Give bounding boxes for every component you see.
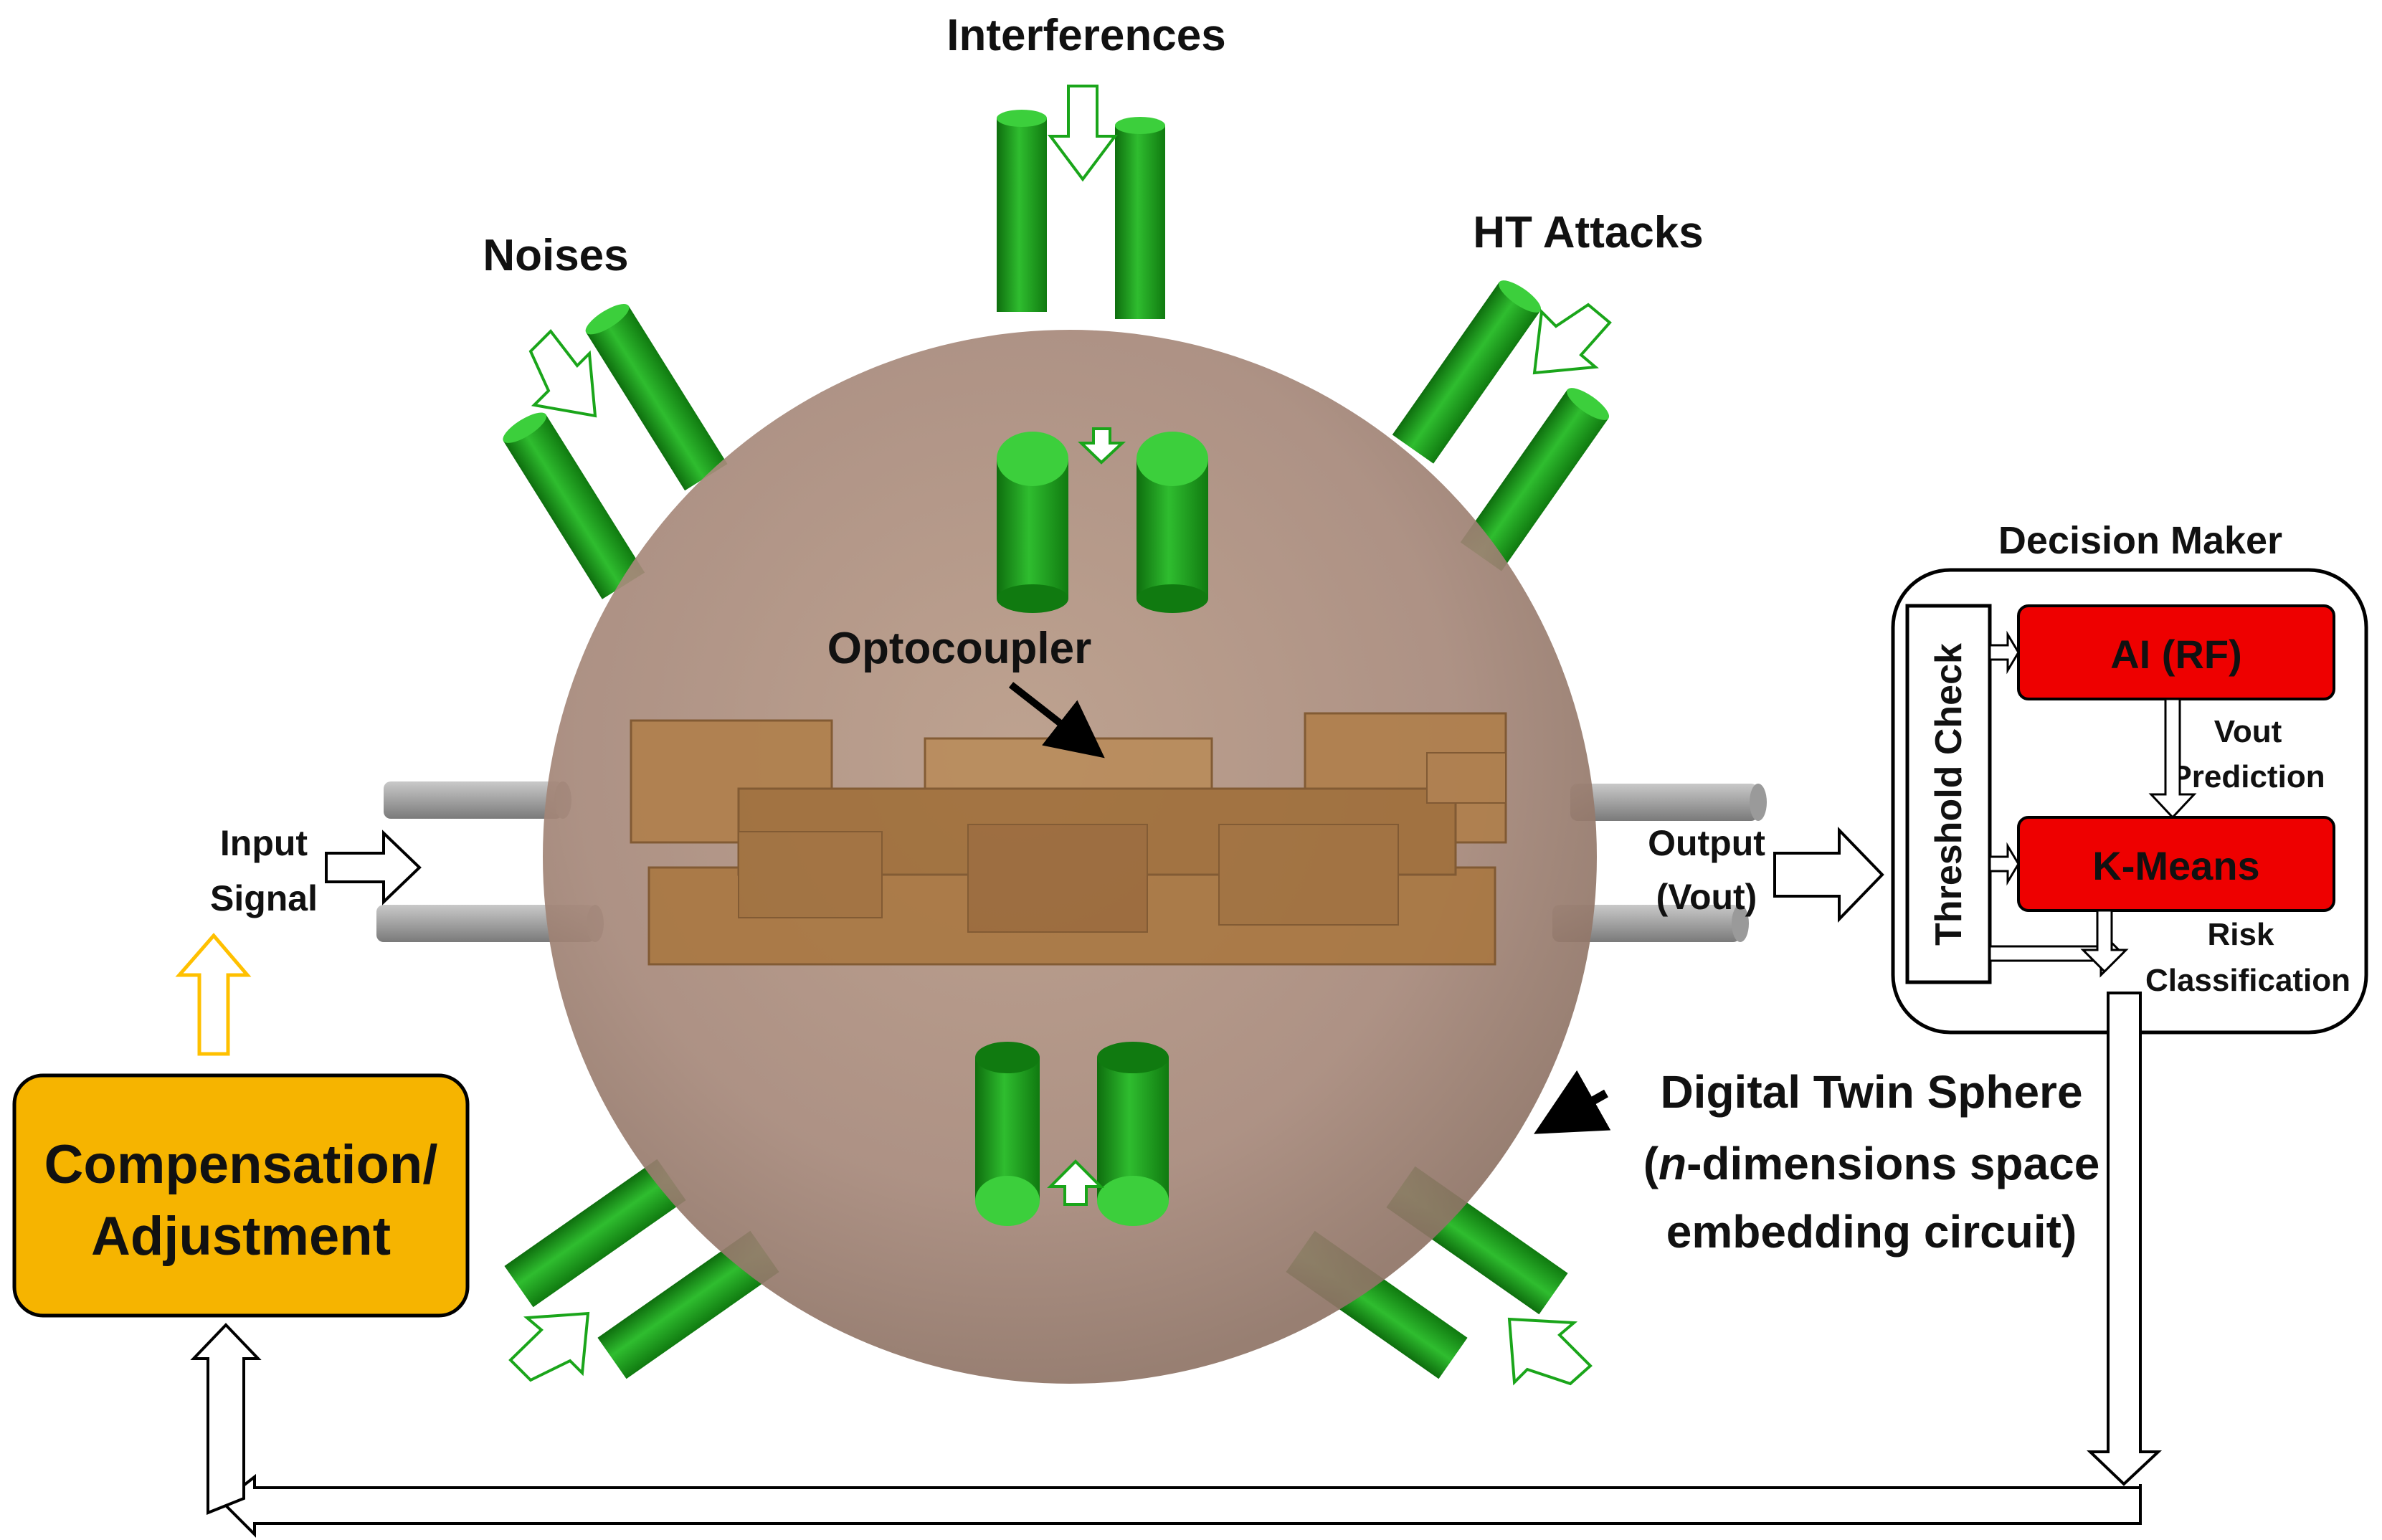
output-label-line2: (Vout)	[1656, 877, 1757, 917]
optocoupler-label: Optocoupler	[827, 624, 1092, 673]
threshold-to-ai-arrow	[1988, 630, 2020, 675]
cylinder-noises-a	[585, 304, 728, 491]
cylinder-bottom-left-b	[597, 1230, 779, 1379]
inner-cylinder-top-left	[997, 432, 1068, 613]
output-pins	[1552, 784, 1767, 942]
noises-label: Noises	[483, 231, 628, 280]
cylinder-noises-b	[503, 412, 645, 599]
digital-twin-label-line1: Digital Twin Sphere	[1660, 1066, 2082, 1118]
output-label-line1: Output	[1648, 823, 1765, 863]
interference-arrow	[1048, 85, 1118, 182]
digital-twin-line2-rest: -dimensions space	[1686, 1138, 2099, 1189]
input-label-line1: Input	[220, 823, 308, 863]
inner-cylinder-top-right	[1137, 432, 1208, 613]
compensation-label-line2: Adjustment	[91, 1206, 391, 1267]
inner-cylinder-bottom-left	[975, 1042, 1040, 1226]
decision-maker-title: Decision Maker	[1998, 519, 2282, 562]
inner-bottom-arrow	[1047, 1159, 1104, 1206]
kmeans-label: K-Means	[2092, 843, 2259, 888]
ht-attacks-arrow	[1532, 303, 1612, 375]
cylinder-bottom-left-a	[504, 1159, 686, 1308]
italic-n: n	[1659, 1138, 1686, 1189]
compensation-box	[12, 1073, 470, 1318]
threshold-check-box	[1905, 604, 1992, 984]
output-arrow	[1773, 827, 1884, 923]
compensation-label-line1: Compensation/	[44, 1134, 438, 1195]
input-signal-arrow	[325, 830, 422, 906]
vout-prediction-line2: Prediction	[2170, 759, 2325, 794]
threshold-to-kmeans-arrow	[1988, 842, 2020, 886]
inner-top-arrow	[1078, 427, 1126, 465]
interferences-label: Interferences	[946, 11, 1225, 60]
ht-attacks-label: HT Attacks	[1473, 208, 1704, 257]
digital-twin-label-line2: (n-dimensions space	[1643, 1138, 2100, 1189]
optocoupler-pointer-arrow	[1008, 682, 1105, 759]
decision-down-arrow	[2087, 992, 2163, 1486]
ai-to-kmeans-arrow	[2148, 698, 2197, 819]
input-label-line2: Signal	[210, 878, 318, 918]
noises-arrow	[528, 328, 597, 418]
cylinder-top-left	[997, 110, 1047, 312]
threshold-check-label: Threshold Check	[1928, 643, 1970, 946]
cylinder-ht-a	[1392, 280, 1542, 464]
cylinder-top-right	[1115, 117, 1165, 319]
bottom-left-arrow	[508, 1311, 590, 1382]
inner-cylinder-bottom-right	[1097, 1042, 1169, 1226]
vout-prediction-line1: Vout	[2214, 714, 2282, 749]
compensation-up-arrow	[190, 1323, 262, 1515]
compensation-to-input-arrow	[175, 933, 252, 1056]
kmeans-to-risk-arrow	[2080, 909, 2129, 974]
feedback-return-arrow	[219, 1473, 2142, 1538]
cylinder-ht-b	[1460, 388, 1610, 571]
optocoupler-body	[630, 712, 1507, 966]
ai-rf-label: AI (RF)	[2110, 632, 2242, 677]
digital-twin-label-line3: embedding circuit)	[1666, 1206, 2077, 1258]
bottom-right-arrow	[1507, 1317, 1593, 1386]
sphere-pointer-arrow	[1534, 1070, 1611, 1134]
risk-classification-line1: Risk	[2208, 917, 2274, 952]
risk-classification-line2: Classification	[2145, 963, 2350, 998]
